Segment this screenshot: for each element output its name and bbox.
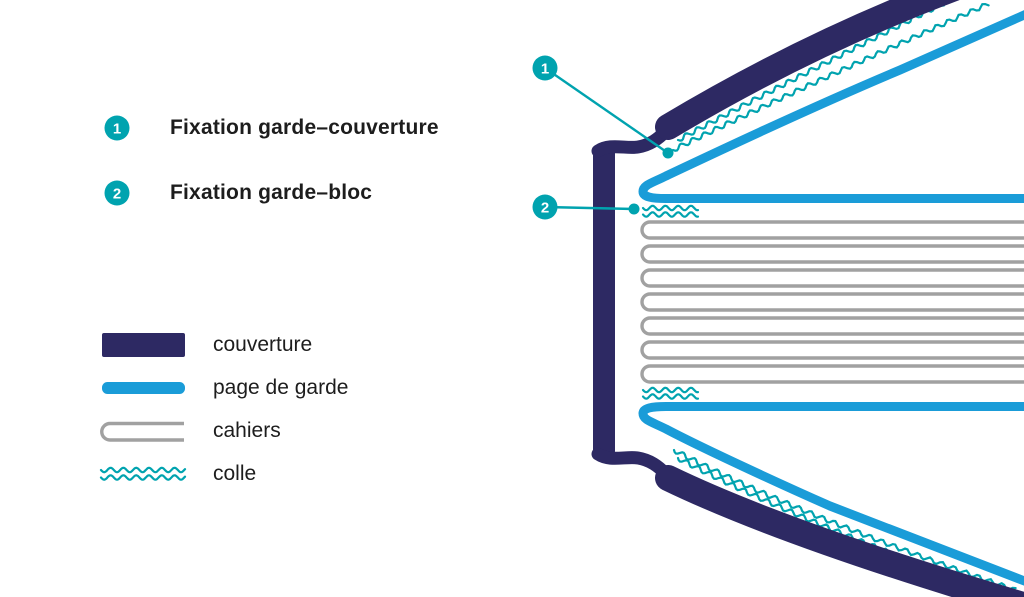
glue-wave-cover-bottom-1 <box>672 448 1017 591</box>
glue-wave-block-top-2 <box>641 211 700 218</box>
glue-wave-cover-top-1 <box>676 0 957 142</box>
leader-line-2 <box>544 205 635 211</box>
diagram-callout-number-1: 1 <box>541 61 549 78</box>
glue-wave-block-bottom-1 <box>641 386 700 394</box>
cover-bar-swatch <box>102 333 185 357</box>
cahier-loop-3 <box>640 268 1024 288</box>
leader-dot-1 <box>662 147 674 159</box>
callout-label-fixation-garde-couverture: Fixation garde–couverture <box>170 116 439 139</box>
diagram-callout-number-2: 2 <box>541 200 549 217</box>
cover-hinge-top <box>591 124 673 158</box>
callout-badge-circle-1 <box>104 115 130 141</box>
glue-wave-block-bottom-2 <box>641 393 700 400</box>
cahier-loop-1 <box>640 220 1024 240</box>
cahier-loop-5 <box>640 316 1024 336</box>
glue-waves-swatch-2 <box>99 474 187 481</box>
legend-label-cahiers: cahiers <box>213 419 281 442</box>
cover-board-bottom <box>655 465 1024 597</box>
glue-waves-swatch-1 <box>99 466 187 474</box>
cahier-loop-2 <box>640 244 1024 264</box>
cahier-loop-4 <box>640 292 1024 312</box>
cahier-loop-6 <box>640 340 1024 360</box>
legend-label-couverture: couverture <box>213 333 313 356</box>
diagram-callout-circle-2 <box>532 194 558 220</box>
callout-label-fixation-garde-bloc: Fixation garde–bloc <box>170 181 373 204</box>
callout-badge-number-1: 1 <box>113 121 121 138</box>
leader-dot-2 <box>628 203 640 215</box>
garde-bar-swatch <box>102 382 185 394</box>
legend-label-colle: colle <box>213 462 257 485</box>
garde-page-bottom <box>638 402 1024 586</box>
callout-badge-circle-2 <box>104 180 130 206</box>
cover-board-top <box>655 0 960 140</box>
glue-wave-block-top-1 <box>641 204 700 212</box>
garde-page-top <box>638 10 1024 203</box>
legend-label-page-de-garde: page de garde <box>213 376 349 399</box>
callout-badge-number-2: 2 <box>113 186 121 203</box>
leader-line-1 <box>544 67 669 154</box>
diagram-callout-circle-1 <box>532 55 558 81</box>
cahier-loop-swatch <box>100 421 184 442</box>
cover-hinge-bottom <box>591 447 673 481</box>
glue-wave-cover-top-2 <box>671 2 990 152</box>
cahier-loop-7 <box>640 364 1024 384</box>
